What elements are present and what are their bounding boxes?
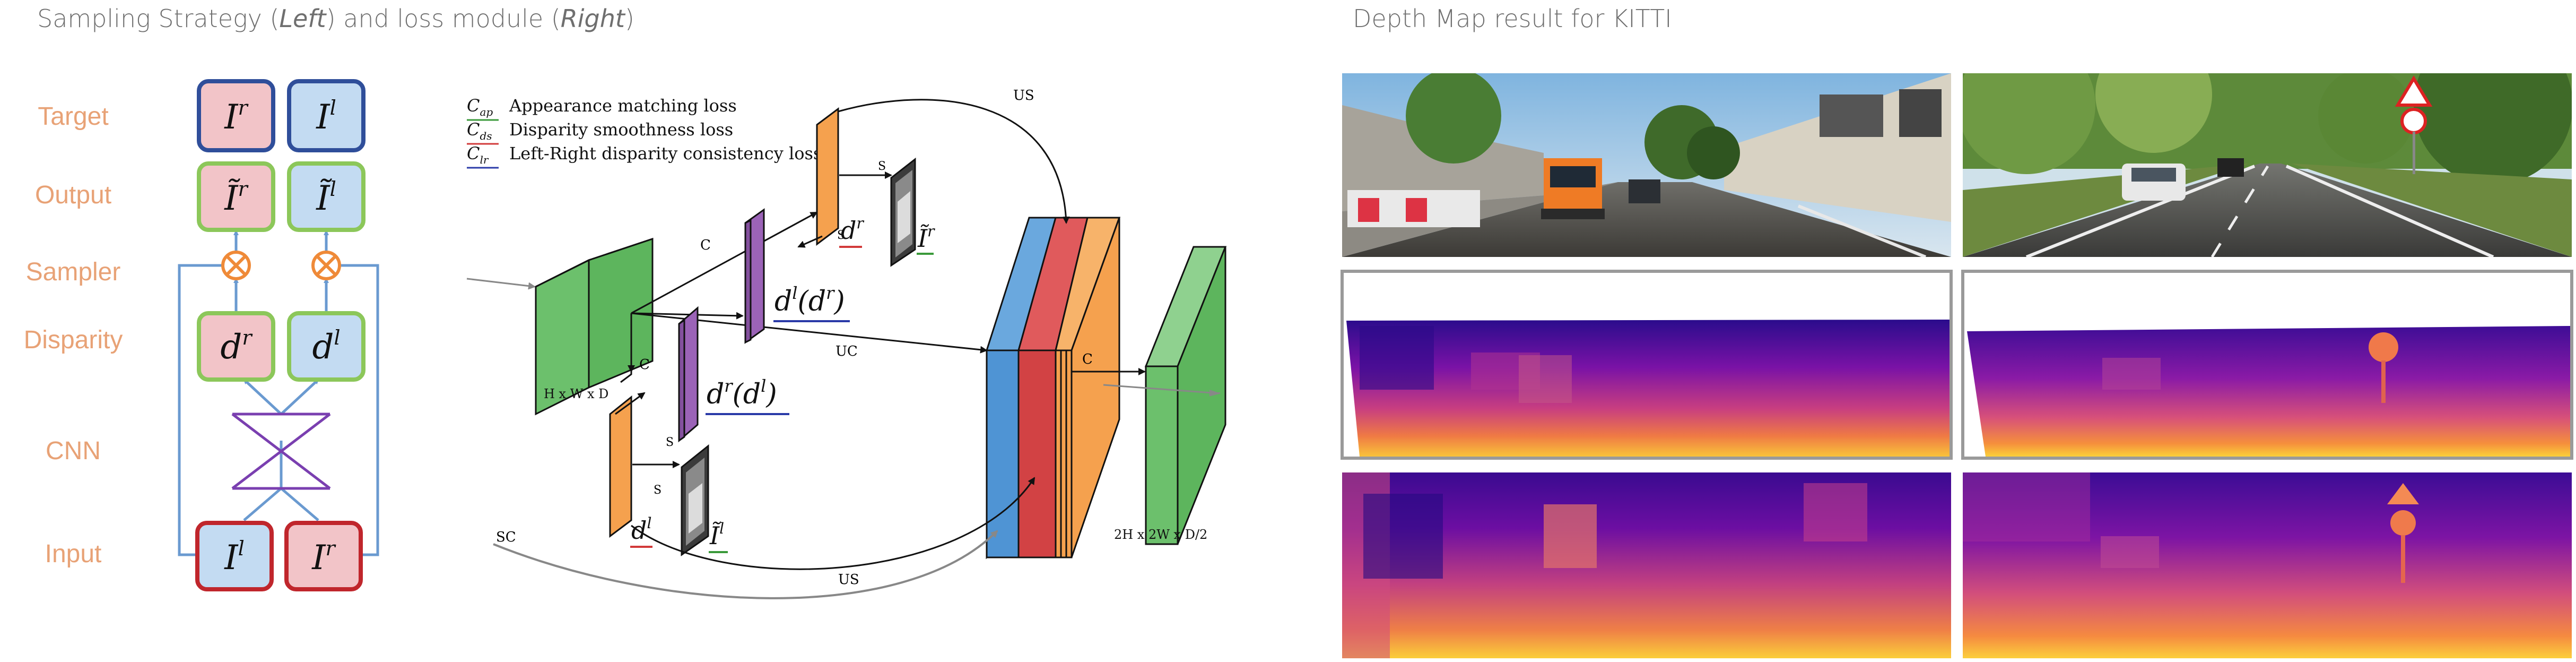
depth-map-left xyxy=(1342,472,1951,658)
sample-label-top-a: S xyxy=(837,229,845,242)
kitti-photo-left xyxy=(1342,73,1951,257)
legend-smoothness: Cds Disparity smoothness loss xyxy=(467,119,733,145)
depth-map-gradient xyxy=(1346,320,1950,457)
skip-connection-label: SC xyxy=(496,529,516,545)
row-label-disparity: Disparity xyxy=(23,326,123,354)
svg-text:Cap: Cap xyxy=(467,96,493,118)
right-word: Right xyxy=(560,4,625,33)
sampler-right xyxy=(221,251,251,280)
row-label-target: Target xyxy=(38,102,109,131)
upsample-label-bottom: US xyxy=(838,572,859,588)
sampling-strategy-diagram: Ir Il Ĩr Ĩl dr dl Il Ir xyxy=(178,79,379,591)
loss-legend: Cap Appearance matching loss Cds Dispari… xyxy=(467,96,822,169)
orange-slab-top xyxy=(816,107,839,246)
svg-text:Clr: Clr xyxy=(467,143,489,166)
output-arrow xyxy=(1209,390,1219,396)
feature-stack xyxy=(985,217,1121,560)
left-word: Left xyxy=(279,4,326,33)
reconstructed-image-top xyxy=(890,157,916,267)
reconstructed-right-label: Ĩr xyxy=(917,222,935,253)
output-box-right: Ĩr xyxy=(197,161,275,232)
concat-label-mid: C xyxy=(639,357,650,373)
feedback-loop-right xyxy=(334,264,379,556)
kitti-photo-right xyxy=(1963,73,2572,257)
input-dims-label: H x W x D xyxy=(544,386,608,401)
input-box-left: Il xyxy=(195,521,274,591)
feedback-loop-left xyxy=(178,264,236,556)
disparity-box-right: dr xyxy=(197,311,275,382)
output-box-left: Ĩl xyxy=(287,161,365,232)
left-section-title: Sampling Strategy (Left) and loss module… xyxy=(37,4,634,33)
svg-text:Disparity smoothness loss: Disparity smoothness loss xyxy=(509,119,733,140)
target-box-right: Ir xyxy=(197,79,275,152)
svg-text:Il: Il xyxy=(224,537,244,578)
sampler-left xyxy=(311,251,341,280)
input-feature-cube xyxy=(535,237,654,416)
sample-label-top-b: S xyxy=(878,160,886,173)
svg-text:Cds: Cds xyxy=(467,119,492,142)
reconstructed-left-label: Ĩl xyxy=(709,520,724,550)
legend-consistency: Clr Left-Right disparity consistency los… xyxy=(467,143,822,169)
concat-label-output: C xyxy=(1082,351,1093,367)
depth-map-framed-right xyxy=(1961,270,2573,460)
dl-of-dr-label: dl(dr) xyxy=(774,283,845,317)
depth-map-right xyxy=(1963,472,2572,658)
sample-label-bottom-a: S xyxy=(666,436,674,449)
cnn-block xyxy=(231,412,331,490)
right-section-title: Depth Map result for KITTI xyxy=(1353,4,1672,33)
input-box-right: Ir xyxy=(284,521,363,591)
street-scene-truck xyxy=(1342,73,1951,257)
purple-slab-bottom xyxy=(678,306,699,443)
dl-label: dl xyxy=(631,514,651,545)
purple-slab-top xyxy=(744,208,765,344)
orange-slab-bottom xyxy=(609,395,632,538)
row-label-cnn: CNN xyxy=(46,437,101,465)
legend-appearance: Cap Appearance matching loss xyxy=(467,96,737,121)
upconv-concat-label: UC xyxy=(836,343,858,359)
reconstructed-image-bottom xyxy=(681,444,709,556)
street-scene-road-sign xyxy=(1963,73,2572,257)
output-arrow-line xyxy=(1103,384,1213,394)
concat-label-top: C xyxy=(700,237,711,253)
row-label-output: Output xyxy=(34,181,112,209)
svg-text:Appearance matching loss: Appearance matching loss xyxy=(509,96,737,116)
output-dims-label: 2H x 2W x D/2 xyxy=(1114,527,1207,542)
row-label-sampler: Sampler xyxy=(25,258,121,286)
dr-label: dr xyxy=(841,214,864,245)
disparity-box-left: dl xyxy=(287,311,365,382)
depth-map-framed-left xyxy=(1341,270,1953,460)
depth-map-gradient xyxy=(1963,472,2572,658)
depth-map-gradient xyxy=(1967,326,2570,457)
output-feature-cube xyxy=(1144,246,1227,545)
target-box-left: Il xyxy=(287,79,365,152)
row-label-input: Input xyxy=(45,540,102,568)
sample-label-bottom-b: S xyxy=(654,484,662,497)
svg-text:Left-Right disparity consisten: Left-Right disparity consistency loss xyxy=(509,143,822,164)
depth-map-gradient xyxy=(1342,472,1951,658)
dr-of-dl-label: dr(dl) xyxy=(707,376,777,410)
upsample-label-top: US xyxy=(1013,88,1034,104)
loss-module-diagram: Cap Appearance matching loss Cds Dispari… xyxy=(466,88,1227,599)
svg-text:Il: Il xyxy=(316,96,336,137)
